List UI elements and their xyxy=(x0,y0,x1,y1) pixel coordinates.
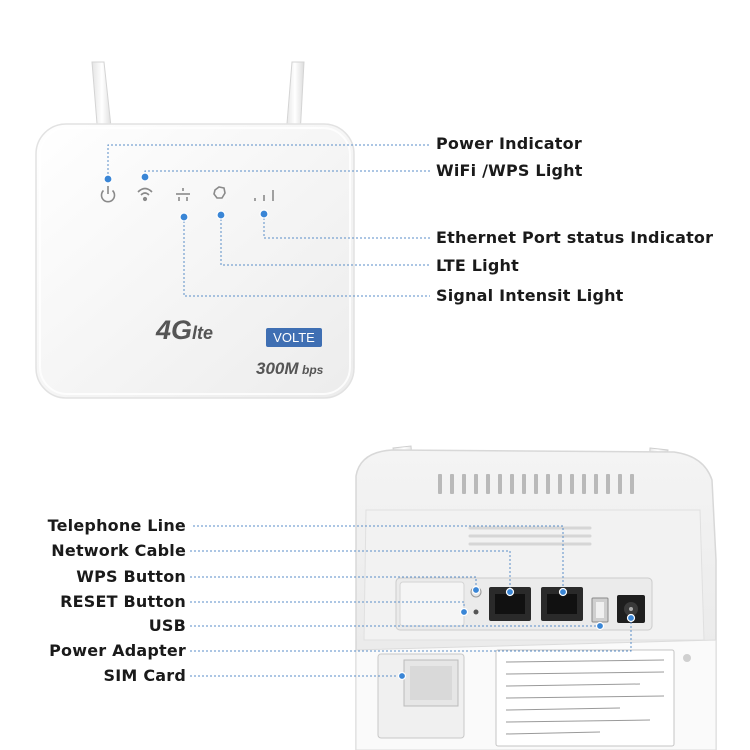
wifi-icon xyxy=(137,187,153,202)
speed-unit: bps xyxy=(302,363,324,377)
back-router xyxy=(355,445,717,750)
label-reset-button: RESET Button xyxy=(60,592,186,611)
label-power-indicator: Power Indicator xyxy=(436,134,582,153)
brand-4g: 4G xyxy=(155,315,192,345)
front-leader-dots xyxy=(103,172,269,222)
grip-grooves xyxy=(468,526,592,546)
label-power-adapter: Power Adapter xyxy=(49,641,186,660)
label-usb: USB xyxy=(148,616,186,635)
signal-bars-icon xyxy=(254,190,274,201)
usb-port xyxy=(591,597,609,623)
rj-port-network xyxy=(489,587,531,621)
back-leader-lines xyxy=(190,525,632,677)
label-ethernet-port-status: Ethernet Port status Indicator xyxy=(436,228,714,247)
label-signal-intensity-light: Signal Intensit Light xyxy=(436,286,624,305)
back-leader-dots xyxy=(397,585,636,681)
label-lte-light: LTE Light xyxy=(436,256,519,275)
label-network-cable: Network Cable xyxy=(51,541,186,560)
rj-port-telephone xyxy=(541,587,583,621)
label-wifi-wps-light: WiFi /WPS Light xyxy=(436,161,583,180)
label-wps-button: WPS Button xyxy=(76,567,186,586)
volte-badge xyxy=(266,328,322,347)
front-router: 4G lte VOLTE 300M bps xyxy=(35,61,355,399)
front-router-body xyxy=(35,123,355,399)
rating-label xyxy=(495,649,675,747)
label-telephone-line: Telephone Line xyxy=(47,516,186,535)
screw-hole xyxy=(683,654,691,662)
volte-text: VOLTE xyxy=(273,330,315,345)
speed-value: 300M xyxy=(256,359,299,378)
ethernet-icon xyxy=(176,188,190,201)
lte-icon xyxy=(213,186,226,199)
sim-slot xyxy=(377,653,465,739)
label-sim-card: SIM Card xyxy=(103,666,186,685)
brand-lte: lte xyxy=(192,323,213,343)
reset-pinhole xyxy=(473,609,479,615)
dc-jack xyxy=(617,595,645,623)
vent-slots xyxy=(438,474,634,494)
power-icon xyxy=(100,186,116,203)
